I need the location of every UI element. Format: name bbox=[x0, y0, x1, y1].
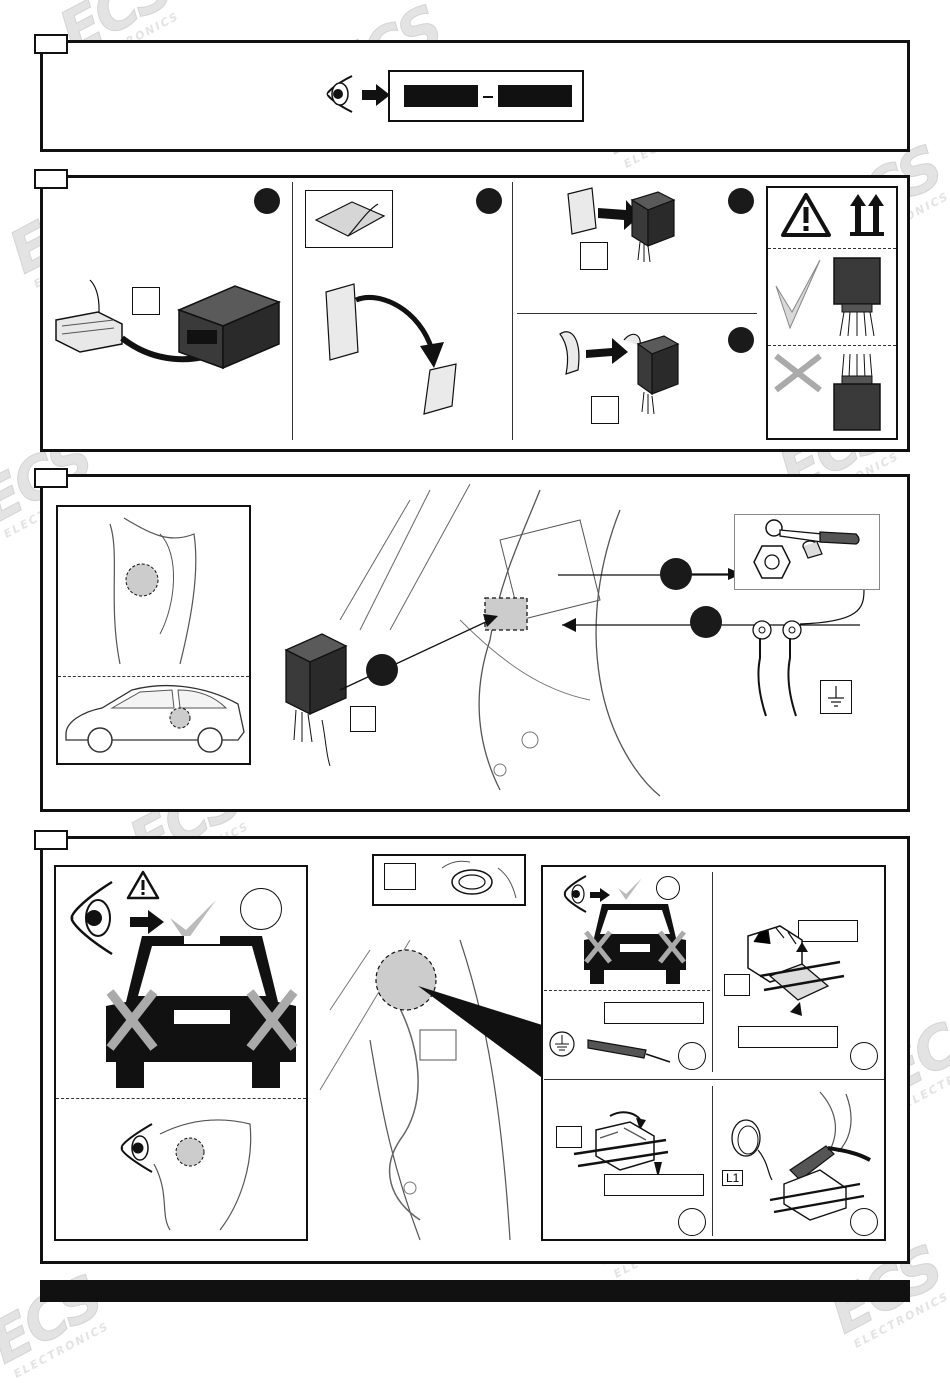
ground-wire-illustration bbox=[752, 589, 865, 717]
arrow-right-icon bbox=[362, 84, 390, 106]
splice-crimp-illustration bbox=[573, 1111, 669, 1178]
arrow-right-icon bbox=[130, 910, 164, 934]
connector-label-l1: L1 bbox=[722, 1170, 744, 1186]
socket-icon bbox=[802, 540, 823, 559]
divider bbox=[712, 872, 713, 1072]
step-marker bbox=[476, 188, 502, 214]
eye-icon bbox=[326, 75, 353, 113]
step-marker-empty bbox=[240, 888, 282, 930]
step-marker bbox=[728, 188, 754, 214]
up-arrows-icon bbox=[850, 194, 884, 236]
divider bbox=[58, 676, 249, 677]
step-marker bbox=[366, 654, 398, 686]
car-rear-illustration bbox=[584, 904, 686, 984]
divider bbox=[544, 990, 710, 991]
label-box bbox=[591, 396, 619, 424]
divider bbox=[712, 1086, 713, 1236]
cable-coil-illustration bbox=[731, 1119, 773, 1181]
eye-icon bbox=[70, 880, 113, 956]
wire-color-box bbox=[604, 1002, 704, 1024]
step-marker-empty bbox=[850, 1208, 878, 1236]
divider bbox=[768, 345, 896, 346]
divider bbox=[292, 182, 293, 440]
module-upright-illustration bbox=[833, 257, 881, 337]
peel-liner-illustration bbox=[325, 283, 457, 415]
eye-icon bbox=[563, 875, 587, 913]
grommet-icon bbox=[441, 860, 517, 899]
wrench-icon bbox=[765, 519, 860, 545]
step-marker-empty bbox=[678, 1042, 706, 1070]
trunk-side-illustration bbox=[153, 1119, 252, 1231]
step-marker bbox=[660, 558, 692, 590]
pliers-splice-illustration bbox=[769, 1091, 871, 1221]
eye-icon bbox=[120, 1123, 153, 1173]
wire-color-box bbox=[798, 920, 858, 942]
trunk-side-illustration bbox=[109, 517, 197, 665]
attach-pad-illustration bbox=[567, 187, 676, 263]
warning-icon bbox=[781, 193, 831, 237]
trunk-interior-illustration bbox=[339, 483, 860, 797]
footer-bar bbox=[40, 1280, 910, 1302]
step-marker-empty bbox=[678, 1208, 706, 1236]
ground-icon bbox=[828, 686, 844, 707]
label-box bbox=[724, 974, 750, 996]
divider bbox=[768, 248, 896, 249]
divider bbox=[512, 182, 513, 440]
adhesive-pad-icon bbox=[314, 201, 386, 237]
label-box bbox=[556, 1126, 582, 1148]
step-marker bbox=[690, 606, 722, 638]
step2-tab bbox=[34, 169, 68, 189]
label-box bbox=[580, 242, 608, 270]
car-rear-illustration bbox=[106, 936, 298, 1088]
part-number-redacted bbox=[404, 85, 478, 107]
step-marker-empty bbox=[850, 1042, 878, 1070]
step4-tab bbox=[34, 830, 68, 850]
divider bbox=[544, 1079, 884, 1080]
step-marker bbox=[728, 327, 754, 353]
remove-liner-illustration bbox=[559, 331, 680, 415]
harness-routing-illustration bbox=[319, 939, 590, 1241]
warning-icon bbox=[126, 870, 160, 900]
nut-icon bbox=[753, 545, 791, 579]
step3-tab bbox=[34, 468, 68, 488]
ground-icon bbox=[549, 1031, 575, 1057]
check-icon bbox=[775, 259, 821, 330]
divider bbox=[517, 313, 757, 314]
step1-tab bbox=[34, 34, 68, 54]
part-number-redacted bbox=[498, 85, 572, 107]
label-box bbox=[132, 287, 160, 315]
label-box bbox=[384, 863, 416, 890]
test-probe-illustration bbox=[587, 1039, 671, 1063]
wire-color-box bbox=[738, 1026, 838, 1048]
arrow-right-icon bbox=[590, 888, 610, 902]
check-icon bbox=[170, 900, 216, 942]
splice-connector-illustration bbox=[747, 925, 845, 1016]
cross-icon bbox=[774, 353, 822, 393]
module-illustration bbox=[284, 633, 348, 767]
label-box bbox=[350, 706, 376, 732]
divider bbox=[56, 1098, 306, 1099]
wire-color-box bbox=[604, 1174, 704, 1196]
module-inverted-illustration bbox=[833, 353, 881, 431]
step-marker-empty bbox=[656, 876, 680, 900]
car-side-illustration bbox=[65, 684, 245, 753]
check-icon bbox=[618, 878, 642, 900]
part-number-dash bbox=[483, 96, 493, 98]
module-box-illustration bbox=[176, 285, 282, 370]
step-marker bbox=[254, 188, 280, 214]
